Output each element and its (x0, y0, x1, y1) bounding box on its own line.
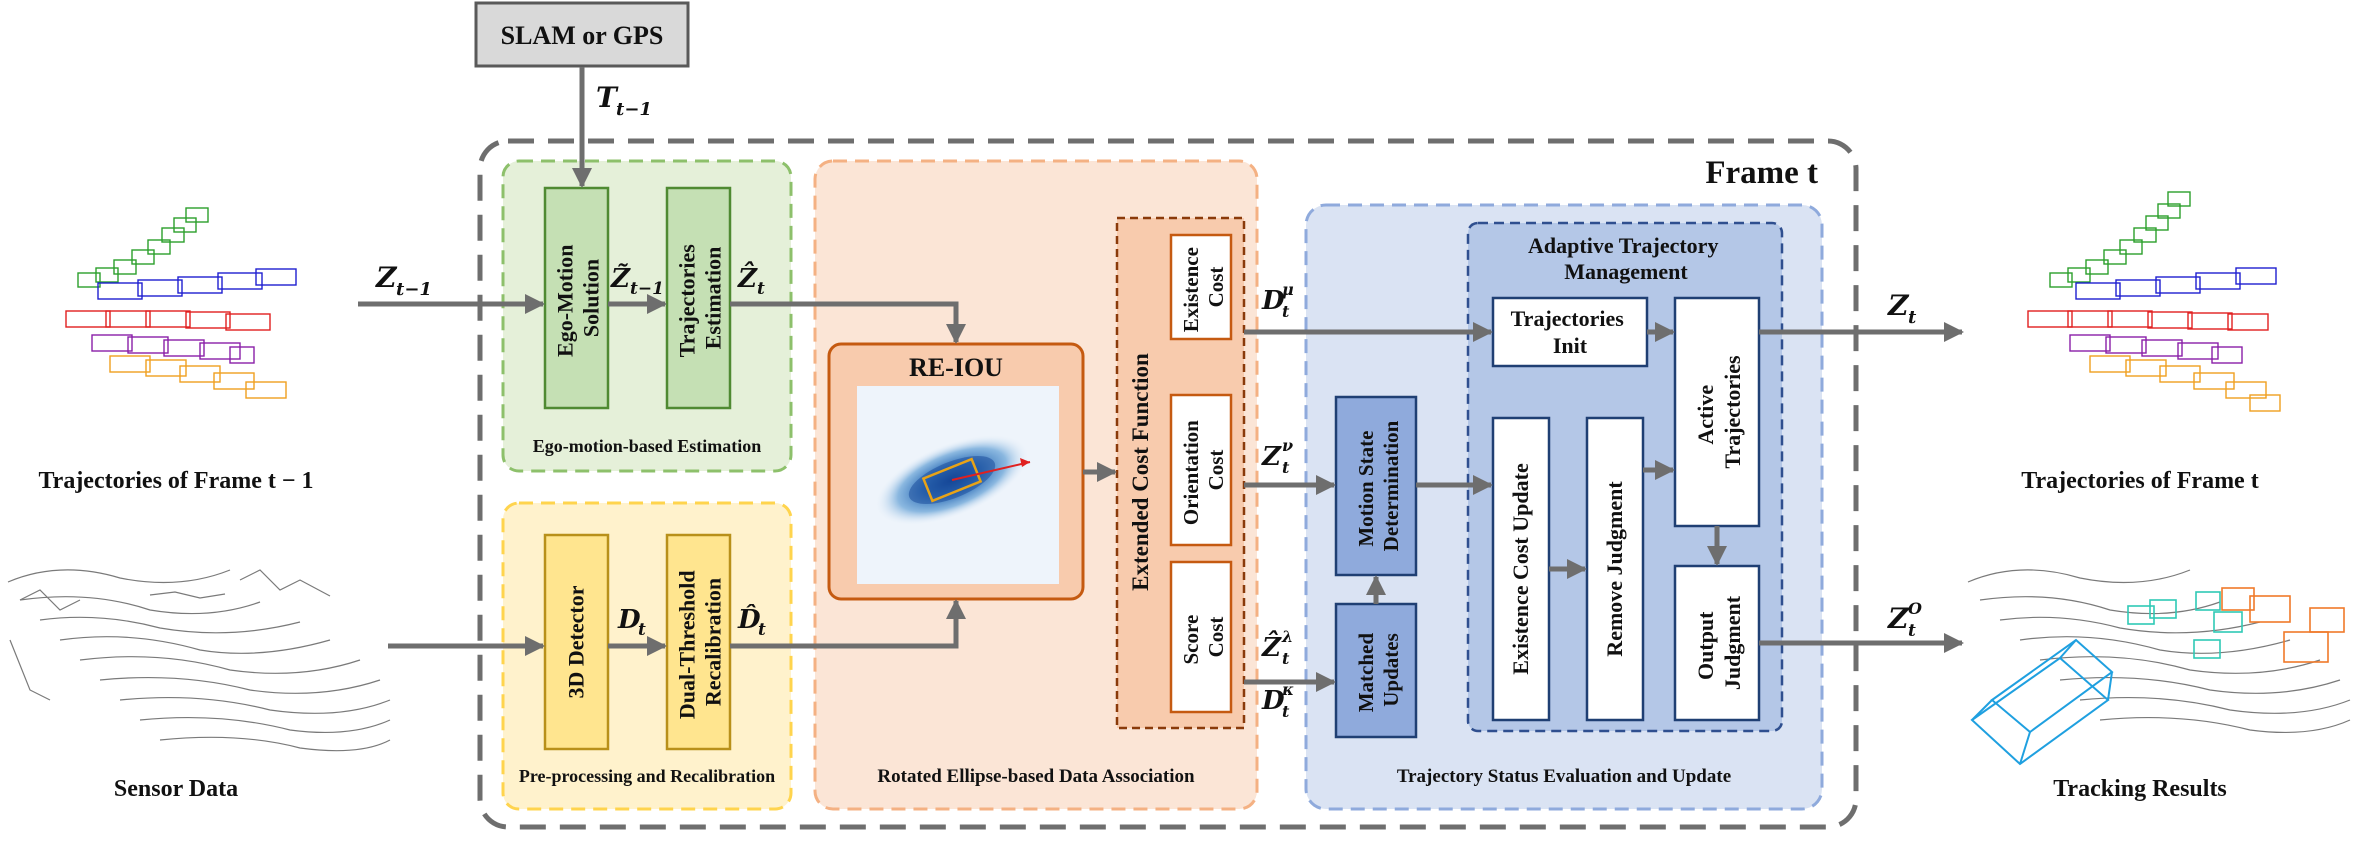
slam-gps-label: SLAM or GPS (501, 21, 664, 50)
symbol-Z-nu: Z ν t (1261, 436, 1293, 477)
symbol-Z-prev: Z t−1 (375, 261, 432, 300)
svg-text:t: t (1908, 621, 1916, 641)
ego-motion-solution-box (543, 186, 610, 410)
left-bottom-caption: Sensor Data (114, 776, 238, 802)
svg-text:T: T (596, 81, 619, 114)
symbol-D-hat: D̂ t (737, 604, 766, 640)
atm-title: Adaptive Trajectory Management (1528, 233, 1724, 284)
svg-text:t: t (1282, 302, 1290, 321)
svg-text:t−1: t−1 (616, 99, 652, 120)
connector-arrows (358, 67, 1964, 692)
motion-state-label: Motion State Determination (1354, 420, 1403, 551)
output-trajectories-illustration (2027, 191, 2281, 412)
symbol-D-mu: D μ t (1261, 280, 1294, 321)
svg-text:D̂: D̂ (737, 604, 761, 635)
score-cost-box (1169, 560, 1233, 714)
remove-judgment-label: Remove Judgment (1602, 481, 1627, 657)
right-top-caption: Trajectories of Frame t (2021, 468, 2258, 494)
matched-updates-label: Matched Updates (1354, 628, 1403, 713)
svg-text:t−1: t−1 (396, 279, 432, 300)
dual-threshold-label: Dual-Threshold Recalibration (675, 565, 726, 719)
matched-updates-box (1334, 602, 1418, 739)
assoc-panel-caption: Rotated Ellipse-based Data Association (877, 766, 1195, 787)
symbol-Z-o: Z O t (1887, 599, 1922, 641)
output-judgment-label: Output Judgment (1693, 595, 1745, 690)
svg-text:Z: Z (375, 261, 398, 294)
svg-text:Z̃: Z̃ (610, 263, 631, 294)
svg-text:t: t (638, 620, 646, 640)
svg-text:μ: μ (1282, 280, 1294, 299)
existence-cost-update-box (1491, 416, 1551, 722)
trajectories-estimation-box (665, 186, 732, 410)
score-cost-label: Score Cost (1179, 609, 1228, 664)
svg-text:t−1: t−1 (630, 279, 664, 299)
left-top-caption: Trajectories of Frame t − 1 (38, 468, 313, 494)
slam-gps-box (474, 1, 690, 68)
symbol-Z-hat: Ẑ t (737, 261, 765, 299)
trajectories-init-label: Trajectories Init (1511, 306, 1630, 358)
svg-text:t: t (1908, 307, 1917, 328)
re-iou-title: RE-IOU (909, 353, 1003, 382)
svg-text:D: D (1261, 286, 1285, 316)
symbol-D: D t (617, 605, 646, 640)
motion-state-box (1334, 395, 1418, 577)
symbol-Z-tilde: Z̃ t−1 (610, 263, 664, 299)
svg-text:Ẑ: Ẑ (737, 261, 758, 294)
extended-cost-function-title: Extended Cost Function (1128, 353, 1153, 591)
symbol-D-kappa: D κ t (1261, 680, 1294, 721)
svg-text:ν: ν (1282, 436, 1293, 455)
svg-text:t: t (1282, 458, 1290, 477)
existence-cost-update-label: Existence Cost Update (1508, 463, 1533, 675)
trajectories-init-box (1491, 296, 1649, 368)
status-panel-caption: Trajectory Status Evaluation and Update (1397, 766, 1731, 787)
svg-text:Z: Z (1261, 442, 1282, 472)
orientation-arrow (951, 461, 1031, 481)
pre-panel-caption: Pre-processing and Recalibration (519, 766, 775, 786)
svg-text:t: t (757, 279, 765, 299)
output-judgment-box (1673, 564, 1761, 722)
existence-cost-label: Existence Cost (1179, 242, 1228, 332)
svg-text:D: D (617, 605, 641, 635)
3d-detector-label: 3D Detector (564, 585, 589, 698)
frame-t-label: Frame t (1705, 155, 1818, 191)
right-bottom-caption: Tracking Results (2053, 776, 2227, 802)
svg-text:O: O (1908, 599, 1922, 618)
svg-text:t: t (1282, 649, 1290, 668)
orientation-cost-box (1169, 393, 1233, 547)
symbol-Z-t: Z t (1887, 289, 1917, 328)
trajectories-estimation-label: Trajectories Estimation (675, 239, 726, 358)
orientation-cost-label: Orientation Cost (1179, 415, 1228, 525)
3d-detector-box (543, 533, 610, 751)
remove-judgment-box (1585, 416, 1645, 722)
svg-text:D: D (1261, 686, 1285, 716)
svg-text:Z: Z (1887, 602, 1910, 635)
svg-text:t: t (1282, 702, 1290, 721)
svg-text:κ: κ (1281, 680, 1294, 699)
tracking-results-illustration (1967, 569, 2351, 766)
svg-text:Ẑ: Ẑ (1261, 630, 1282, 663)
input-trajectories-illustration (65, 207, 297, 399)
svg-text:λ: λ (1281, 627, 1293, 646)
ego-motion-solution-label: Ego-Motion Solution (553, 239, 604, 357)
dual-threshold-box (665, 533, 732, 751)
symbol-T: T t−1 (596, 81, 652, 120)
sensor-data-illustration (7, 569, 391, 752)
active-trajectories-label: Active Trajectories (1693, 355, 1745, 469)
existence-cost-box (1169, 233, 1233, 341)
symbol-Z-lambda: Ẑ λ t (1261, 627, 1293, 668)
frame-t-boundary (477, 138, 1859, 830)
svg-text:Z: Z (1887, 289, 1910, 322)
svg-text:t: t (758, 620, 766, 640)
ego-panel-caption: Ego-motion-based Estimation (533, 436, 762, 456)
